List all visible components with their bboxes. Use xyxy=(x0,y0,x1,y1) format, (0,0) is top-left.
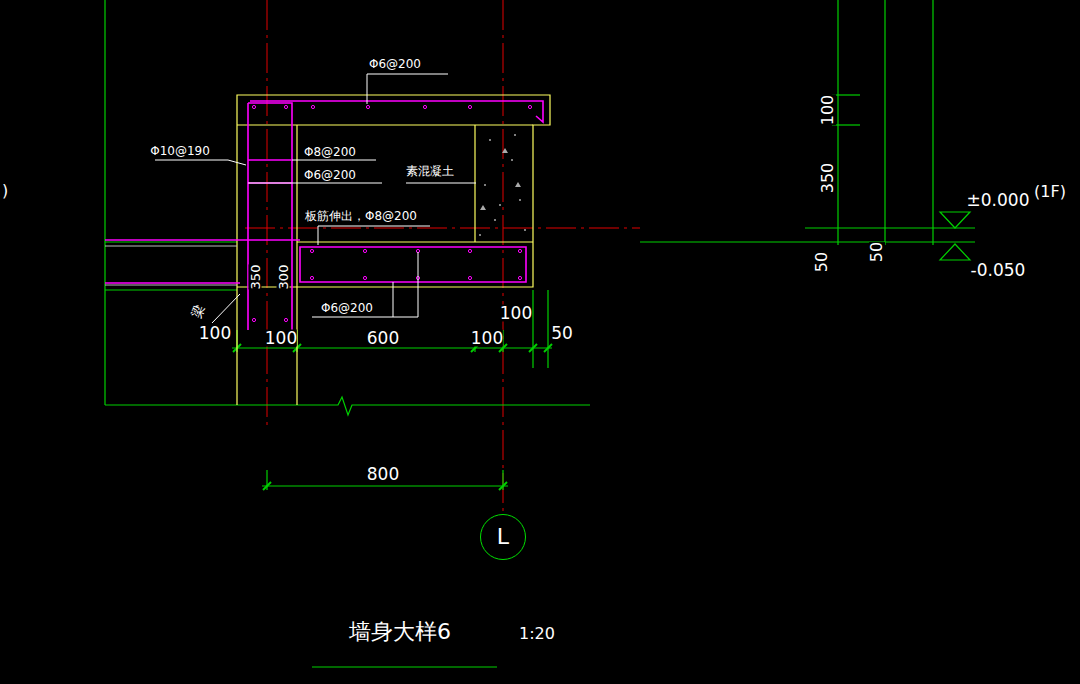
drawing-label: 800 xyxy=(367,466,399,483)
drawing-label: 100 xyxy=(500,305,532,322)
drawing-label: 300 xyxy=(277,265,290,290)
drawing-label: ) xyxy=(2,183,8,199)
drawing-label: 100 xyxy=(471,330,503,347)
drawing-label: 50 xyxy=(814,252,830,272)
drawing-label: 100 xyxy=(820,95,836,126)
axis-letter: L xyxy=(497,526,509,548)
drawing-label: 素混凝土 xyxy=(406,165,454,177)
drawing-label: Φ6@200 xyxy=(321,302,373,314)
drawing-label: ±0.000 xyxy=(967,192,1030,209)
drawing-label: 1:20 xyxy=(519,626,555,642)
drawing-label: -0.050 xyxy=(971,262,1026,279)
drawing-label: 100 xyxy=(199,325,231,342)
drawing-label: 350 xyxy=(820,163,836,194)
axis-circle: L xyxy=(480,514,526,560)
drawing-label: 梁 xyxy=(190,303,207,320)
drawing-label: Φ6@200 xyxy=(369,58,421,70)
drawing-title: 墙身大样6 xyxy=(349,621,451,643)
drawing-label: Φ8@200 xyxy=(304,146,356,158)
drawing-label: 100 xyxy=(265,330,297,347)
drawing-label: 板筋伸出，Φ8@200 xyxy=(305,210,417,222)
drawing-label: (1F) xyxy=(1034,184,1066,200)
drawing-label: Φ6@200 xyxy=(304,169,356,181)
drawing-label: 600 xyxy=(367,330,399,347)
drawing-label: Φ10@190 xyxy=(150,145,210,157)
drawing-label: 50 xyxy=(869,242,885,262)
drawing-label: 50 xyxy=(551,325,573,342)
drawing-label: 350 xyxy=(249,265,262,290)
